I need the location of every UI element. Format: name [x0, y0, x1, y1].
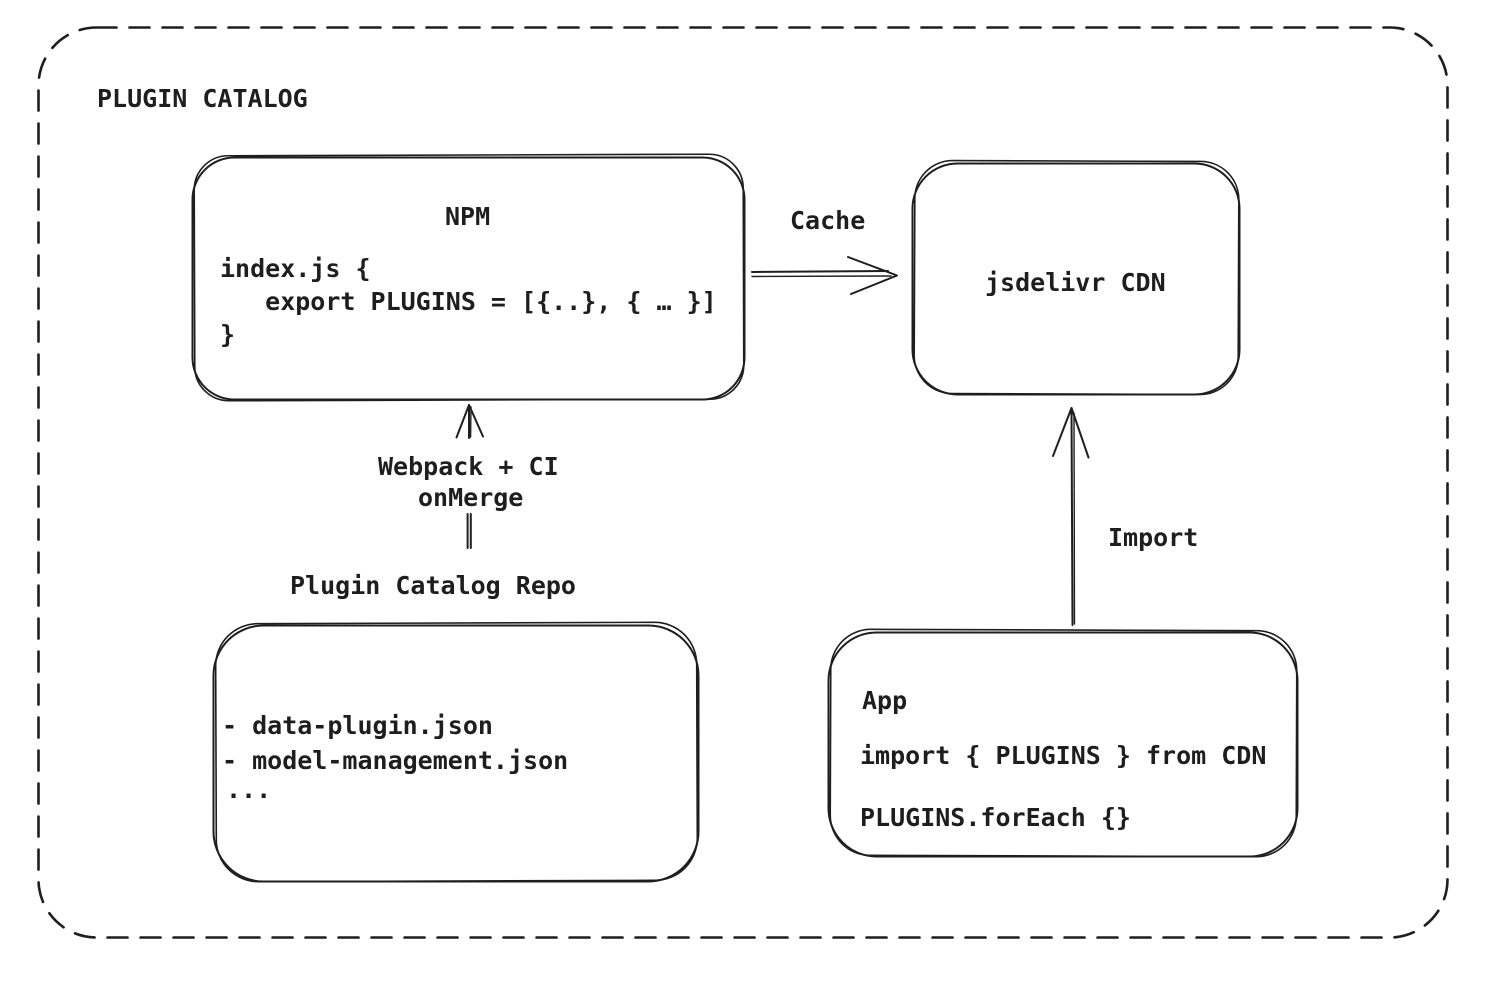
npm-code-line-3: } — [220, 320, 236, 349]
npm-title: NPM — [445, 202, 491, 231]
cache-arrow — [751, 256, 898, 295]
cache-arrow-label: Cache — [790, 206, 866, 235]
npm-box-sketch — [193, 153, 745, 402]
build-arrow — [455, 404, 484, 549]
npm-code-line-1: index.js { — [220, 254, 371, 283]
import-arrowhead-left — [1052, 407, 1073, 457]
npm-code-line-2: export PLUGINS = [{..}, { … }] — [220, 287, 717, 316]
cdn-box — [911, 159, 1241, 396]
catalog-boundary-rect — [37, 26, 1449, 939]
repo-file-ellipsis: ... — [226, 775, 272, 804]
import-arrow-stem — [1070, 408, 1074, 626]
cdn-label: jsdelivr CDN — [985, 268, 1166, 297]
build-arrow-label-line1: Webpack + CI — [378, 452, 559, 481]
build-arrowhead-right — [468, 404, 484, 438]
app-title: App — [862, 686, 908, 715]
catalog-boundary — [37, 26, 1449, 939]
cache-arrowhead — [847, 256, 898, 295]
repo-label: Plugin Catalog Repo — [290, 571, 576, 600]
cdn-box-sketch — [913, 159, 1240, 396]
import-arrow-label: Import — [1108, 523, 1199, 552]
npm-box — [191, 153, 746, 402]
repo-box-sketch — [214, 621, 699, 883]
diagram-title: PLUGIN CATALOG — [97, 84, 308, 113]
app-code-line-2: PLUGINS.forEach {} — [860, 803, 1131, 832]
import-arrow — [1052, 407, 1090, 626]
app-code-line-1: import { PLUGINS } from CDN — [860, 741, 1267, 770]
repo-box — [212, 621, 700, 883]
repo-file-2: - model-management.json — [222, 746, 569, 775]
build-arrowhead-left — [455, 404, 470, 439]
import-arrowhead-right — [1070, 407, 1090, 459]
cache-arrow-line-bottom — [751, 275, 892, 278]
app-box — [827, 628, 1299, 858]
build-arrow-label-line2: onMerge — [418, 483, 524, 512]
app-box-sketch — [829, 628, 1298, 858]
repo-file-1: - data-plugin.json — [222, 711, 493, 740]
import-arrow-stem-sketch — [1073, 412, 1076, 625]
cache-arrow-line-top — [751, 270, 889, 273]
